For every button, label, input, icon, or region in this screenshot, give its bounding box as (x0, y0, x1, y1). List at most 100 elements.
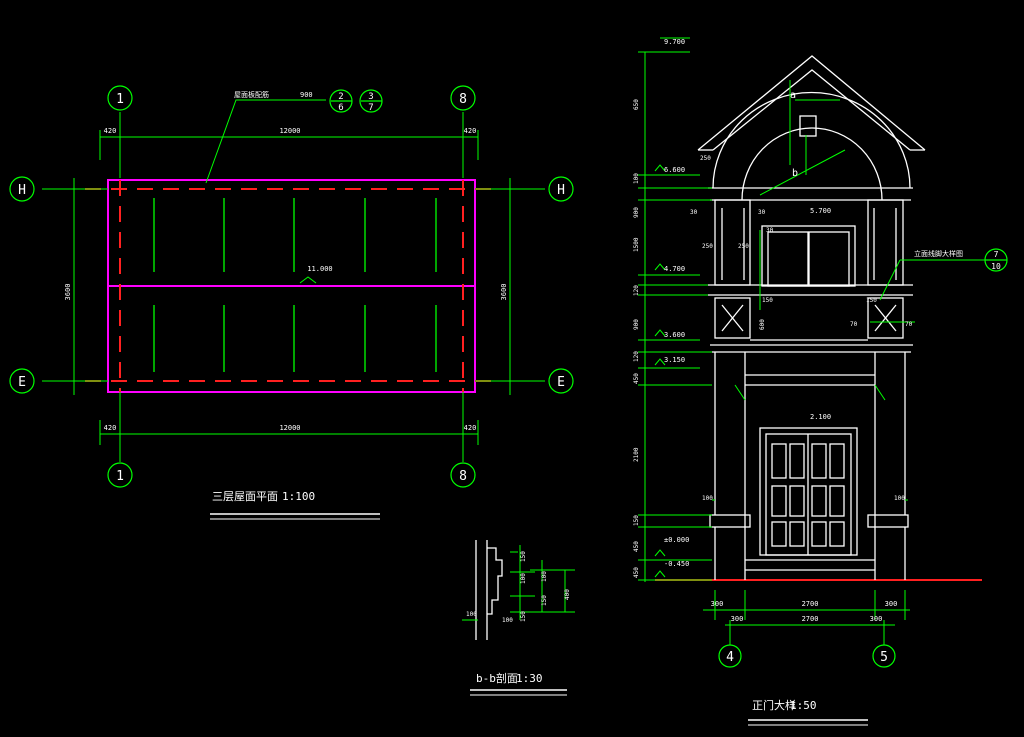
axis-8-top-label: 8 (459, 92, 467, 107)
vdim-10: 150 (633, 515, 640, 526)
dim-edge-top-right: 420 (464, 127, 477, 135)
vdim-4: 1500 (633, 237, 640, 252)
gable-outer (697, 55, 926, 151)
dim-depth-left: 3600 (64, 284, 72, 301)
plan-dimensions (42, 99, 545, 462)
axis-4-label: 4 (726, 650, 734, 665)
elev-mark-7: ±0.000 (664, 536, 689, 544)
gable-inner (712, 69, 911, 151)
elev-mark-4: 4.700 (664, 265, 685, 273)
misc-dim-5: 150 (762, 297, 773, 304)
rafters (153, 198, 437, 372)
balustrade-right (867, 297, 904, 339)
roof-plan: 1 8 1 8 H H E E 420 12000 420 420 12000 … (9, 85, 574, 520)
axis-lines (85, 180, 500, 392)
plan-scale: 1:100 (282, 490, 315, 503)
elevation-dimensions (638, 37, 985, 645)
hdim-bottom-2: 2700 (802, 615, 819, 623)
plinth-right (867, 514, 909, 528)
elevation-note: 立面线脚大样图 (914, 249, 963, 258)
dim-overall-bottom: 12000 (279, 424, 300, 432)
hdim-bottom-1: 300 (731, 615, 744, 623)
vdim-11: 450 (633, 541, 640, 552)
entrance-elevation: 4 5 7 10 立面线脚大样图 a b 9.700 6.600 5.700 4… (633, 37, 1008, 726)
dim-depth-right: 3600 (500, 284, 508, 301)
axis-h-left-label: H (18, 183, 26, 198)
axis-bubbles (9, 85, 574, 488)
door-panels (771, 443, 845, 547)
arch-outer (712, 91, 911, 189)
vdim-5: 120 (633, 285, 640, 296)
vdim-2: 100 (633, 173, 640, 184)
axis-5-label: 5 (880, 650, 888, 665)
column-upper-right (867, 199, 904, 286)
plan-title: 三层屋面平面 (212, 490, 278, 503)
misc-dim-7: 70 (850, 321, 858, 328)
hdim-bottom-3: 300 (870, 615, 883, 623)
symbol-a: a (790, 90, 796, 101)
elev-mark-8: -0.450 (664, 560, 689, 568)
axis-4-bubble (718, 644, 742, 668)
dim-small: 900 (300, 91, 313, 99)
misc-dim-1: 30 (690, 209, 698, 216)
section-dim-5: 400 (564, 589, 571, 600)
hdim-top-1: 300 (711, 600, 724, 608)
hdim-top-3: 300 (885, 600, 898, 608)
dim-overall-top: 12000 (279, 127, 300, 135)
elev-mark-6: 3.150 (664, 356, 685, 364)
section-dim-1: 150 (520, 551, 527, 562)
vdim-3: 900 (633, 207, 640, 218)
misc-dim-9: 600 (759, 319, 766, 330)
axis-h-right-label: H (557, 183, 565, 198)
vdim-9: 2100 (633, 447, 640, 462)
ridge-elevation: 11.000 (307, 265, 332, 273)
misc-dim-10: 100 (702, 495, 713, 502)
ref-b-top: 3 (368, 92, 373, 102)
axis-e-right-label: E (557, 375, 565, 390)
elev-mark-9: 2.100 (810, 413, 831, 421)
detail-ref-top: 7 (994, 250, 999, 259)
ref-b-bottom: 7 (368, 103, 373, 113)
vdim-1: 650 (633, 99, 640, 110)
vdim-12: 450 (633, 567, 640, 578)
detail-ref-bottom: 10 (991, 262, 1001, 271)
section-bb: 150 100 100 150 400 150 100 100 b-b剖面 1:… (462, 540, 575, 696)
elev-mark-2: 6.600 (664, 166, 685, 174)
section-dim-3: 100 (541, 571, 548, 582)
misc-dim-12: 250 (700, 155, 711, 162)
elevation-scale: 1:50 (790, 699, 817, 712)
plinth-left (709, 514, 751, 528)
axis-1-top-label: 1 (116, 92, 124, 107)
ref-a-bottom: 6 (338, 103, 343, 113)
misc-dim-4: 250 (738, 243, 749, 250)
section-dim-7: 100 (466, 611, 477, 618)
balustrade-left (714, 297, 751, 339)
axis-8-bottom-label: 8 (459, 469, 467, 484)
vdim-8: 450 (633, 373, 640, 384)
elev-mark-3: 5.700 (810, 207, 831, 215)
symbol-b: b (792, 168, 798, 179)
elev-mark-1: 9.700 (664, 38, 685, 46)
misc-dim-11: 100 (894, 495, 905, 502)
section-dim-8: 100 (502, 617, 513, 624)
axis-1-bottom-label: 1 (116, 469, 124, 484)
misc-dim-8: 70 (905, 321, 913, 328)
misc-dim-13: 30 (766, 227, 774, 234)
misc-dim-6: 150 (866, 297, 877, 304)
section-dim-4: 150 (541, 595, 548, 606)
ref-a-top: 2 (338, 92, 343, 102)
elevation-title: 正门大样 (752, 698, 796, 712)
section-title: b-b剖面 (476, 671, 518, 685)
arch-inner (741, 127, 883, 201)
leader-note: 屋面板配筋 (234, 90, 269, 99)
section-dim-2: 100 (520, 573, 527, 584)
keystone (799, 115, 817, 137)
axis-e-left-label: E (18, 375, 26, 390)
dim-edge-top-left: 420 (104, 127, 117, 135)
vdim-7: 120 (633, 351, 640, 362)
dim-edge-bottom-left: 420 (104, 424, 117, 432)
axis-5-bubble (872, 644, 896, 668)
misc-dim-2: 30 (758, 209, 766, 216)
elev-mark-5: 3.600 (664, 331, 685, 339)
